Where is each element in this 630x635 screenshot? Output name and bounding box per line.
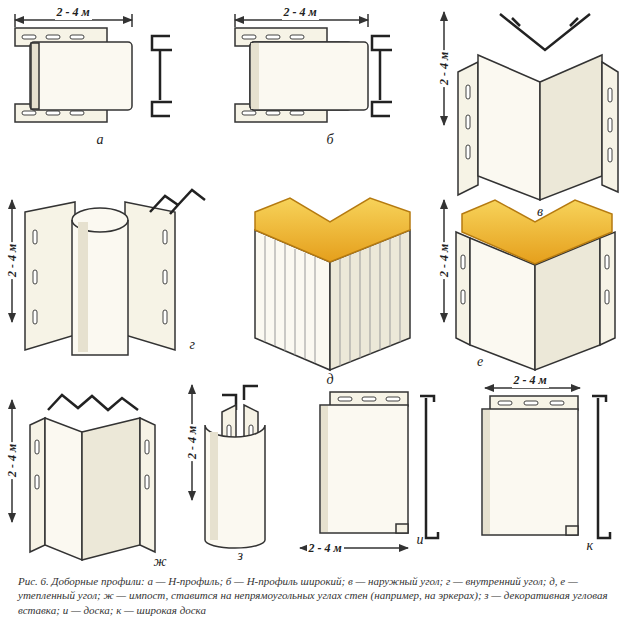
- part-letter: ж: [152, 554, 169, 570]
- dimension-label: 2 - 4 м: [437, 49, 452, 86]
- dimension-label: 2 - 4 м: [282, 5, 319, 20]
- part-letter: б: [325, 132, 336, 148]
- dimension-label: 2 - 4 м: [5, 441, 20, 478]
- dimension-label: 2 - 4 м: [55, 5, 92, 20]
- part-letter: и: [415, 532, 426, 548]
- dimension-label: 2 - 4 м: [5, 241, 20, 278]
- dimension-label: 2 - 4 м: [185, 423, 200, 460]
- part-letter: а: [95, 132, 106, 148]
- figure-caption: Рис. 6. Доборные профили: а — Н-профиль;…: [18, 574, 614, 617]
- dimension-label: 2 - 4 м: [307, 541, 344, 556]
- part-letter: е: [475, 354, 485, 370]
- part-letter: д: [325, 372, 336, 388]
- dimension-label: 2 - 4 м: [512, 373, 549, 388]
- part-letter: г: [188, 337, 197, 353]
- part-letter: к: [585, 538, 596, 554]
- part-letter: в: [535, 204, 545, 220]
- part-letter: з: [236, 548, 245, 564]
- dimension-label: 2 - 4 м: [437, 241, 452, 278]
